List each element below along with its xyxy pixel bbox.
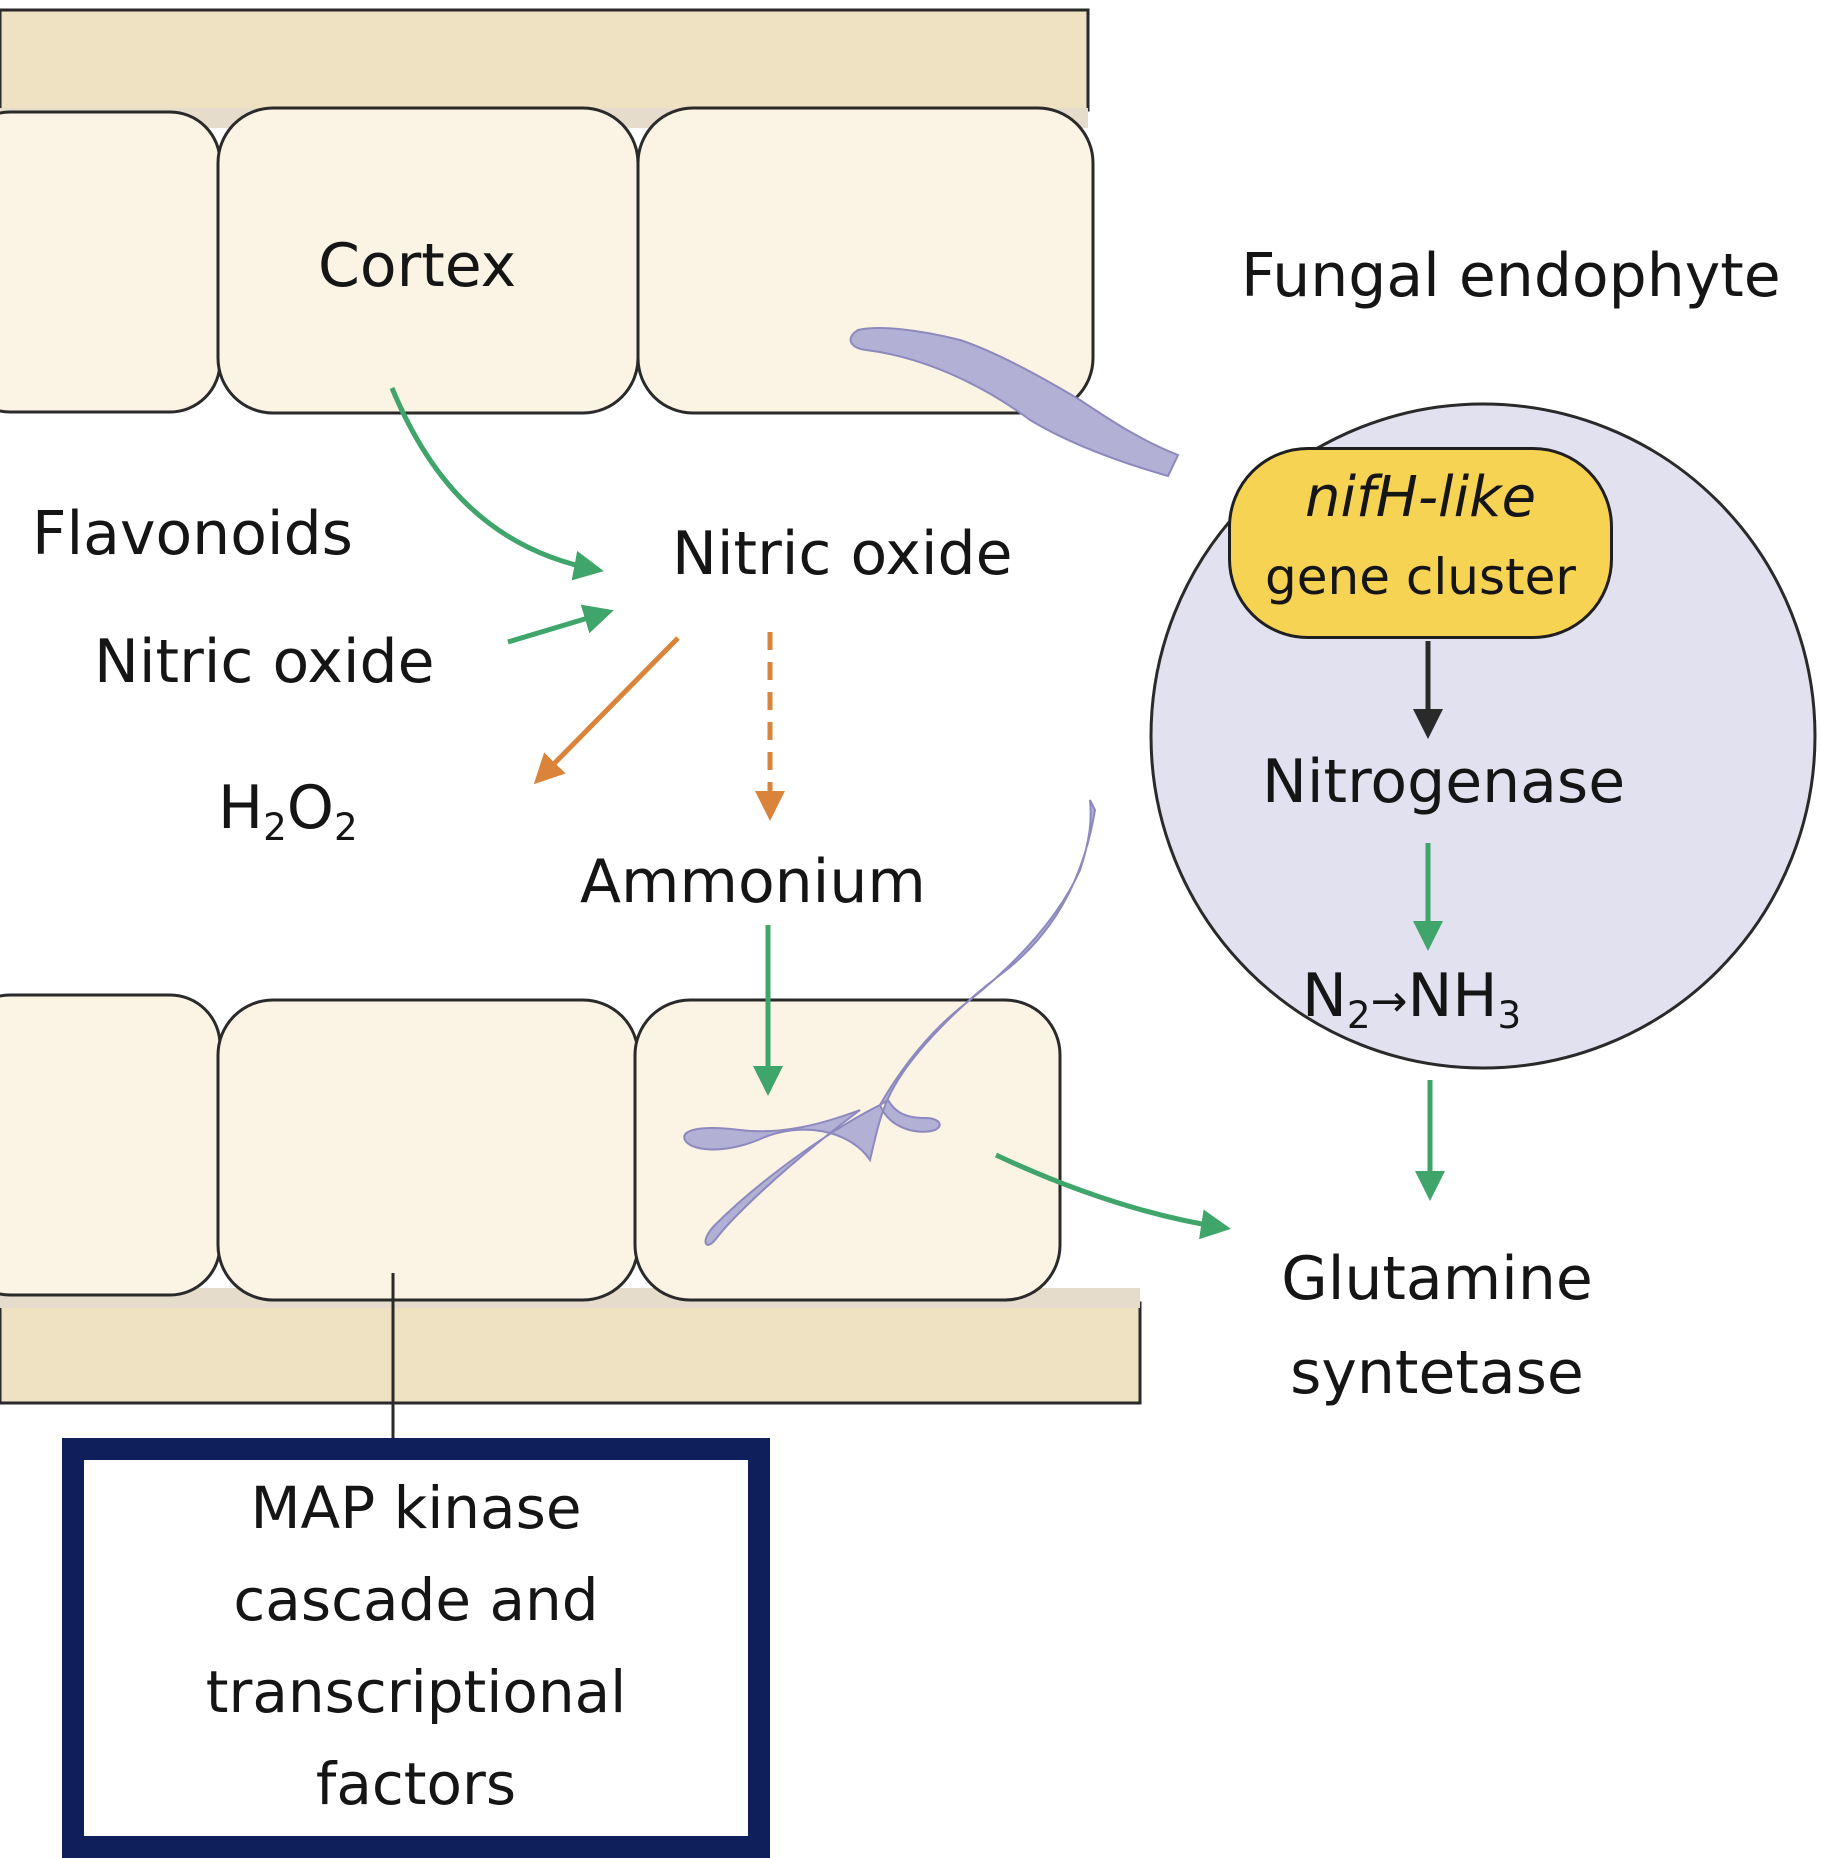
upper-hypha	[849, 327, 1180, 478]
bottom-cell-right	[633, 998, 1062, 1302]
fungal-endophyte-label: Fungal endophyte	[1241, 241, 1781, 311]
top-cell-left	[0, 110, 222, 414]
nitric-oxide-center-label: Nitric oxide	[672, 519, 1013, 589]
bottom-cell-middle	[216, 998, 640, 1302]
bottom-cell-left	[0, 993, 222, 1297]
n2-to-nh3-reaction: N2→NH3	[1302, 961, 1522, 1037]
map-kinase-label: MAP kinase cascade and transcriptional f…	[90, 1462, 742, 1830]
bottom-cell-layer	[0, 993, 1142, 1405]
map-kinase-box	[62, 1438, 770, 1858]
glutamine-line2: syntetase	[1290, 1338, 1584, 1408]
map-kinase-line2: cascade and	[233, 1566, 599, 1634]
top-cell-right	[636, 106, 1095, 415]
map-kinase-line1: MAP kinase	[250, 1474, 582, 1542]
map-kinase-line4: factors	[315, 1750, 517, 1818]
glutamine-line1: Glutamine	[1281, 1244, 1593, 1314]
diagram-canvas	[0, 8, 1817, 1440]
arrow-cell-to-glutamine	[994, 1152, 1231, 1240]
h2o2-label: H2O2	[218, 773, 358, 849]
cortex-label: Cortex	[318, 231, 517, 301]
arrow-cortex-to-nitric-oxide	[389, 387, 604, 581]
gene-cluster-caption: gene cluster	[1265, 548, 1576, 606]
glutamine-synthetase-label: Glutamine syntetase	[1262, 1232, 1612, 1420]
gene-cluster-name: nifH-like	[1304, 465, 1537, 530]
top-cell-wall-band	[0, 8, 1090, 112]
lower-hypha	[683, 799, 1097, 1246]
nitric-oxide-input-label: Nitric oxide	[94, 627, 435, 697]
map-kinase-line3: transcriptional	[205, 1658, 627, 1726]
nitrogenase-label: Nitrogenase	[1262, 747, 1626, 817]
top-cell-layer	[0, 8, 1095, 415]
arrow-to-h2o2	[533, 636, 680, 785]
bottom-cell-wall-band	[0, 1301, 1142, 1405]
arrow-nitric-oxide-input	[507, 604, 614, 645]
nifh-gene-cluster-box	[1228, 447, 1613, 639]
flavonoids-label: Flavonoids	[32, 499, 353, 569]
ammonium-label: Ammonium	[580, 847, 926, 917]
